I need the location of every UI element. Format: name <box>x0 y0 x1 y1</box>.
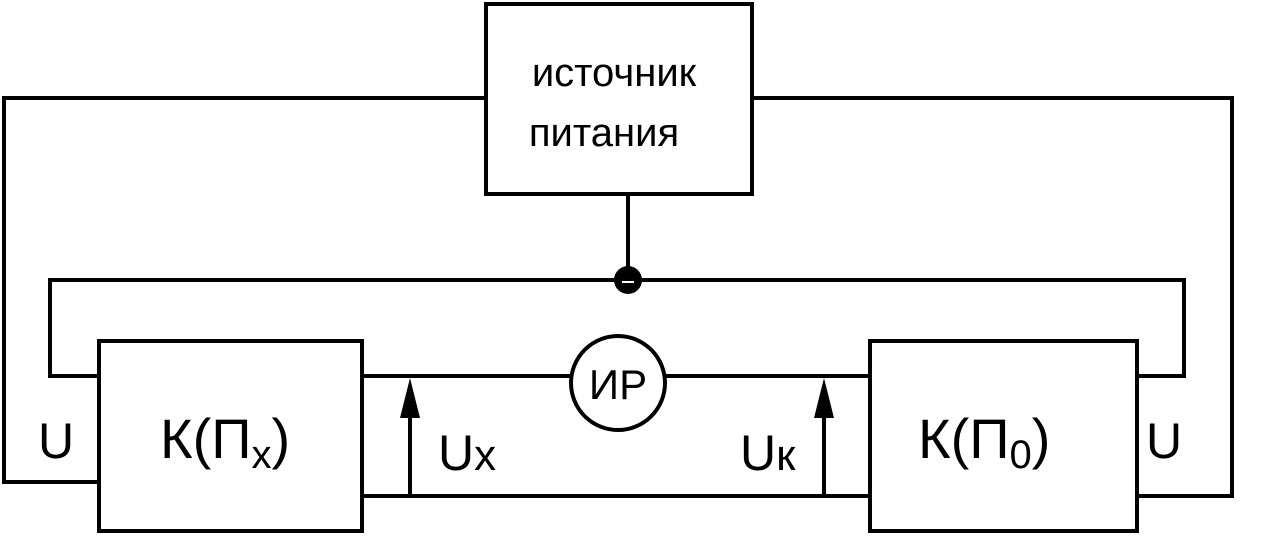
converter-x-block: К(Пx) <box>97 339 364 533</box>
ux-label: Ux <box>438 425 496 481</box>
outer-supply-wire <box>2 96 486 484</box>
outer-supply-wire-right <box>752 96 1234 498</box>
meter-circle: ИР <box>569 334 667 432</box>
power-source-label-line2: питания <box>529 111 679 155</box>
converter-x-label: К(Пx) <box>160 407 290 477</box>
u-left-label: U <box>38 413 74 469</box>
ux-arrow-head <box>400 378 420 418</box>
inner-wire-left <box>48 278 628 378</box>
meter-label: ИР <box>589 361 647 408</box>
power-source-label-line1: источник <box>532 51 697 95</box>
junction-node <box>614 266 642 294</box>
power-source-block: источник питания <box>484 2 754 196</box>
converter-0-block: К(П0) <box>868 339 1139 533</box>
converter-0-label: К(П0) <box>918 407 1050 477</box>
inner-wire-right <box>628 278 1186 378</box>
uk-arrow-head <box>814 378 834 418</box>
u-right-label: U <box>1146 413 1182 469</box>
uk-label: Uк <box>740 425 796 481</box>
